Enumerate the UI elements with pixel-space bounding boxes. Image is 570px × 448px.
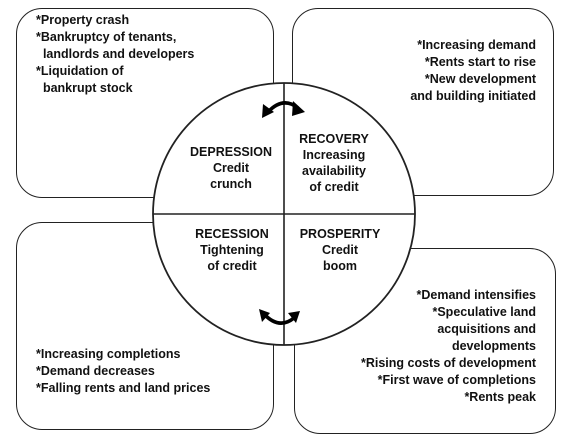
list-item: developments [451,339,536,353]
list-item: *Demand intensifies [416,288,536,302]
list-item: *First wave of completions [377,373,536,387]
list-item: *Rising costs of development [360,356,536,370]
quadrant-recovery: RECOVERY Increasing availability of cred… [290,131,378,195]
quadrant-title: DEPRESSION [190,145,272,159]
list-item: *Falling rents and land prices [36,381,211,395]
quadrant-title: RECOVERY [299,132,369,146]
list-item: *Bankruptcy of tenants, [36,30,177,44]
list-item: *Property crash [36,13,130,27]
list-item: *Increasing demand [417,38,536,52]
recovery-list: *Increasing demand *Rents start to rise … [410,37,536,105]
quadrant-line: of credit [207,259,257,273]
list-item: *Demand decreases [36,364,155,378]
list-item: *Liquidation of [36,64,124,78]
quadrant-line: Increasing [302,148,366,162]
quadrant-recession: RECESSION Tightening of credit [180,226,284,274]
quadrant-line: crunch [210,177,252,191]
list-item: landlords and developers [36,47,195,61]
quadrant-line: boom [322,259,358,273]
prosperity-list: *Demand intensifies *Speculative land ac… [361,287,536,406]
quadrant-title: PROSPERITY [299,227,381,241]
depression-list: *Property crash *Bankruptcy of tenants, … [36,12,194,97]
quadrant-line: Tightening [200,243,264,257]
list-item: acquisitions and [437,322,536,336]
recession-list: *Increasing completions *Demand decrease… [36,346,210,397]
quadrant-prosperity: PROSPERITY Credit boom [290,226,390,274]
list-item: *Increasing completions [36,347,181,361]
quadrant-title: RECESSION [195,227,269,241]
quadrant-line: Credit [321,243,359,257]
top-curved-arrow-icon [262,101,305,118]
bottom-curved-arrow-icon [259,309,300,325]
list-item: and building initiated [410,89,536,103]
quadrant-depression: DEPRESSION Credit crunch [175,144,287,192]
list-item: *New development [424,72,536,86]
quadrant-line: Credit [212,161,250,175]
quadrant-line: of credit [309,180,359,194]
list-item: *Rents peak [464,390,536,404]
list-item: *Rents start to rise [424,55,536,69]
list-item: bankrupt stock [36,81,133,95]
quadrant-line: availability [302,164,366,178]
list-item: *Speculative land [432,305,536,319]
